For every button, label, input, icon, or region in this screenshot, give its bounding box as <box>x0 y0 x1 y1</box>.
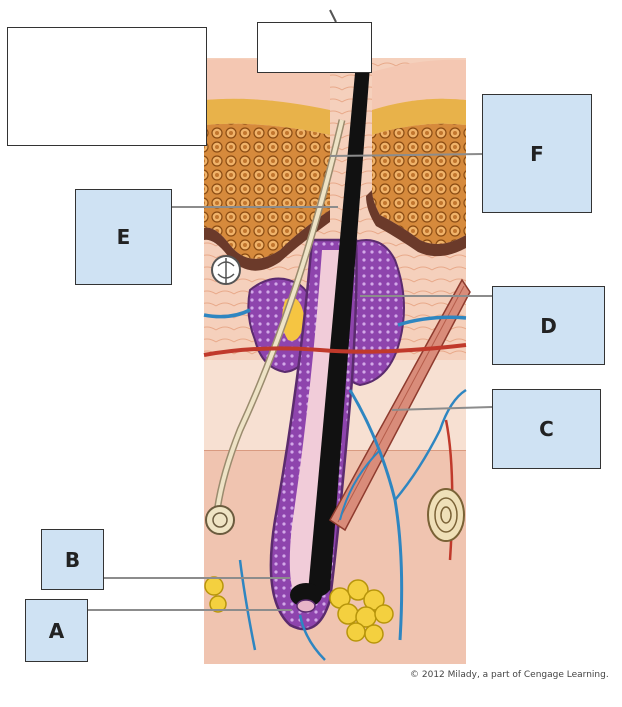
label-b-text: B <box>64 547 81 572</box>
leader-line-f <box>329 153 483 157</box>
fat-cells <box>204 576 394 644</box>
copyright-credit: © 2012 Milady, a part of Cengage Learnin… <box>410 670 609 680</box>
label-box-f: F <box>482 94 592 213</box>
label-box-e: E <box>75 189 172 285</box>
label-box-b: B <box>41 529 104 590</box>
label-d-text: D <box>540 313 557 338</box>
hair-tip-mark <box>329 9 337 23</box>
pacinian-corpuscle <box>427 488 465 542</box>
blank-box-top-left <box>7 27 207 146</box>
leader-line-c <box>391 406 493 411</box>
blank-box-top-center <box>257 22 372 73</box>
label-c-text: C <box>539 417 554 441</box>
leader-lines <box>88 153 493 611</box>
label-e-text: E <box>116 225 131 249</box>
epidermis <box>204 58 466 271</box>
label-box-d: D <box>492 286 605 365</box>
label-box-a: A <box>25 599 88 662</box>
label-f-text: F <box>530 141 544 166</box>
nerve-fiber <box>205 119 346 535</box>
sweat-gland-upper <box>211 255 241 285</box>
label-a-text: A <box>48 618 65 643</box>
hair-shaft <box>290 40 372 613</box>
label-box-c: C <box>492 389 601 469</box>
